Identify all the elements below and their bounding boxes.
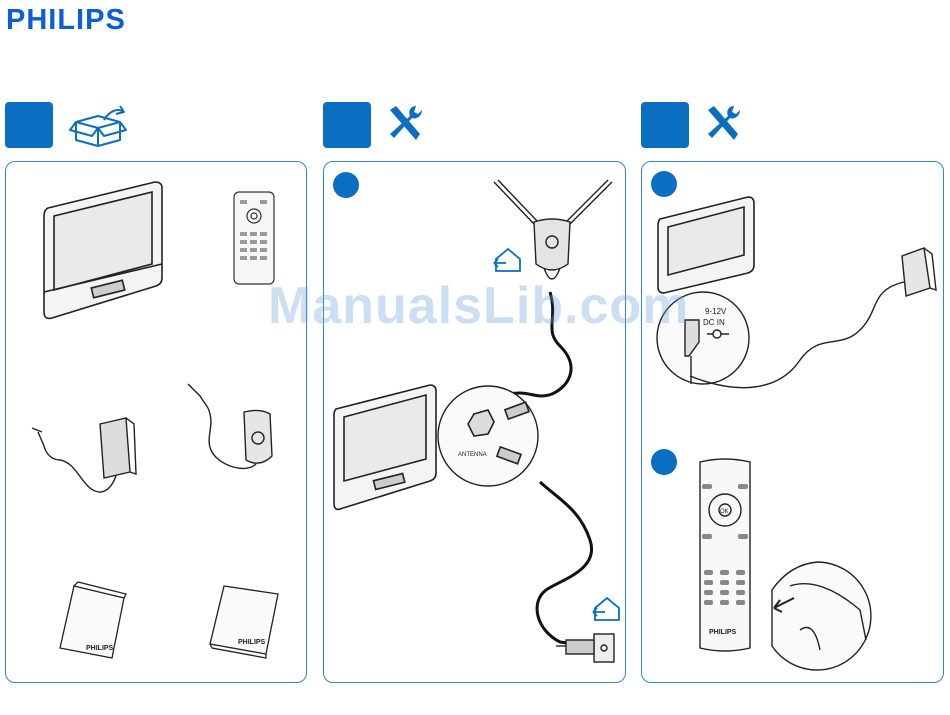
remote-control-illustration: OK PHILIPS [694,458,756,654]
brand-logo: PHILIPS [6,4,126,37]
antenna-port-label: ANTENNA [458,452,487,458]
step-2-marker [323,102,371,148]
step-3-marker [641,102,689,148]
portable-player-illustration [330,383,442,513]
step-1-marker [5,102,53,148]
remote-control-illustration [232,190,277,286]
watermark: ManualsLib.com [268,276,689,336]
manual-brand-label: PHILIPS [238,639,266,646]
user-manual-illustration: PHILIPS [208,584,280,656]
power-cable-illustration [680,240,940,400]
antenna-port-detail: ANTENNA [436,384,540,488]
remote-brand-label: PHILIPS [709,629,737,636]
tools-icon [386,104,422,142]
outdoor-house-icon [591,596,621,622]
battery-tab-detail [760,560,876,670]
tools-icon [704,104,740,142]
portable-player-illustration [40,180,170,322]
quick-start-guide-illustration: PHILIPS [58,582,128,660]
substep-a-marker [651,171,677,197]
substep-a-marker [333,172,359,198]
antenna-accessory-illustration [186,382,278,482]
open-box-icon [70,106,130,150]
substep-b-marker [651,449,677,475]
booklet-brand-label: PHILIPS [86,645,114,652]
indoor-house-icon [492,247,522,273]
antenna-wall-socket-illustration [556,630,618,670]
power-adapter-illustration [30,412,150,504]
remote-ok-label: OK [720,509,729,515]
